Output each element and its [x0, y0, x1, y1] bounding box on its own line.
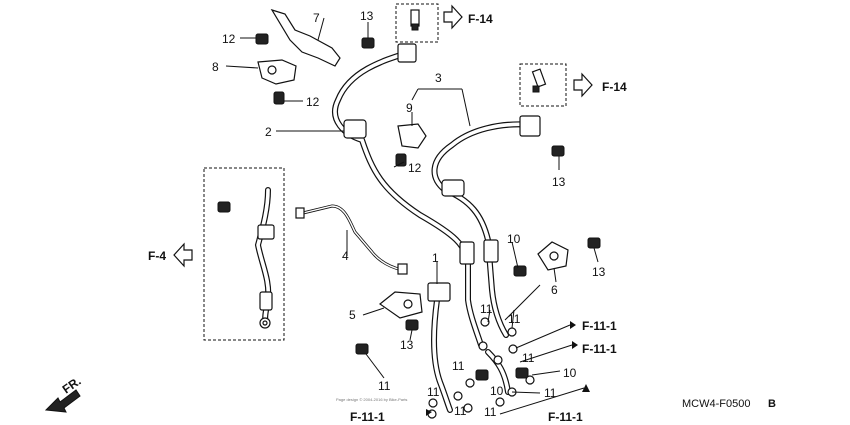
- callout-11-a: 11: [480, 302, 493, 316]
- callout-9: 9: [406, 101, 413, 115]
- sealing-washers-11: [427, 317, 535, 419]
- callout-10-a: 10: [507, 232, 521, 246]
- callout-12-b: 12: [306, 95, 320, 109]
- watermark: Page design © 2004-2016 by Bike-Parts: [336, 397, 407, 402]
- callout-13-d: 13: [400, 338, 414, 352]
- callout-10-c: 10: [490, 384, 504, 398]
- callout-5: 5: [349, 308, 356, 322]
- callout-11-i: 11: [484, 405, 497, 419]
- brake-hose-2[interactable]: [332, 49, 484, 348]
- banjo-fitting-right: [531, 68, 547, 93]
- diagram-code: MCW4-F0500: [682, 398, 750, 410]
- arrow-f14-right: [573, 72, 593, 98]
- f14-box-right: [519, 63, 567, 107]
- hose-fittings: [257, 43, 541, 329]
- callout-8: 8: [212, 60, 219, 74]
- callout-11-f: 11: [544, 386, 557, 400]
- brake-pipe-4[interactable]: [295, 204, 408, 275]
- arrow-f4: [173, 242, 193, 268]
- callout-2: 2: [265, 125, 272, 139]
- callout-6: 6: [551, 283, 558, 297]
- callout-12-a: 12: [222, 32, 236, 46]
- joint-6[interactable]: [537, 241, 569, 271]
- arrow-f111-4: [426, 409, 432, 416]
- leader-lines: [225, 17, 599, 415]
- callout-11-b: 11: [508, 312, 521, 326]
- f14-box-top: [395, 3, 439, 43]
- callout-4: 4: [342, 249, 349, 263]
- callout-7: 7: [313, 11, 320, 25]
- arrow-f111-3: [582, 384, 590, 392]
- ref-f111-4: F-11-1: [350, 410, 385, 424]
- bolts: [217, 33, 601, 381]
- callout-13-a: 13: [360, 9, 374, 23]
- ref-f14-top: F-14: [468, 12, 493, 26]
- arrow-f111-1: [570, 321, 576, 329]
- brake-hose-lower[interactable]: [485, 349, 511, 395]
- callout-13-c: 13: [592, 265, 606, 279]
- callout-3: 3: [435, 71, 442, 85]
- ref-f111-2: F-11-1: [582, 342, 617, 356]
- banjo-fitting-top: [410, 9, 420, 31]
- arrow-f111-2: [572, 341, 578, 349]
- callout-11-g: 11: [427, 385, 440, 399]
- brake-hose-left[interactable]: [254, 187, 272, 328]
- ref-f4: F-4: [148, 249, 166, 263]
- ref-f111-1: F-11-1: [582, 319, 617, 333]
- left-hose-box: [203, 167, 285, 341]
- brake-hose-1[interactable]: [431, 297, 453, 413]
- clamp-9[interactable]: [397, 123, 427, 149]
- diagram-code-suffix: B: [768, 398, 776, 410]
- callout-10-b: 10: [563, 366, 577, 380]
- callout-11-e: 11: [522, 351, 535, 365]
- front-label: FR.: [60, 374, 84, 397]
- callout-1: 1: [432, 251, 439, 265]
- callout-13-b: 13: [552, 175, 566, 189]
- arrow-f14-top: [443, 4, 463, 30]
- bracket-5[interactable]: [378, 291, 423, 319]
- callout-11-d: 11: [452, 359, 465, 373]
- callout-12-c: 12: [408, 161, 422, 175]
- bracket-7[interactable]: [270, 8, 341, 67]
- front-direction-arrow: [44, 389, 81, 413]
- ref-f14-right: F-14: [602, 80, 627, 94]
- callout-11-c: 11: [378, 379, 391, 393]
- ref-f111-3: F-11-1: [548, 410, 583, 424]
- clamp-8[interactable]: [257, 59, 297, 85]
- callout-11-h: 11: [454, 404, 467, 418]
